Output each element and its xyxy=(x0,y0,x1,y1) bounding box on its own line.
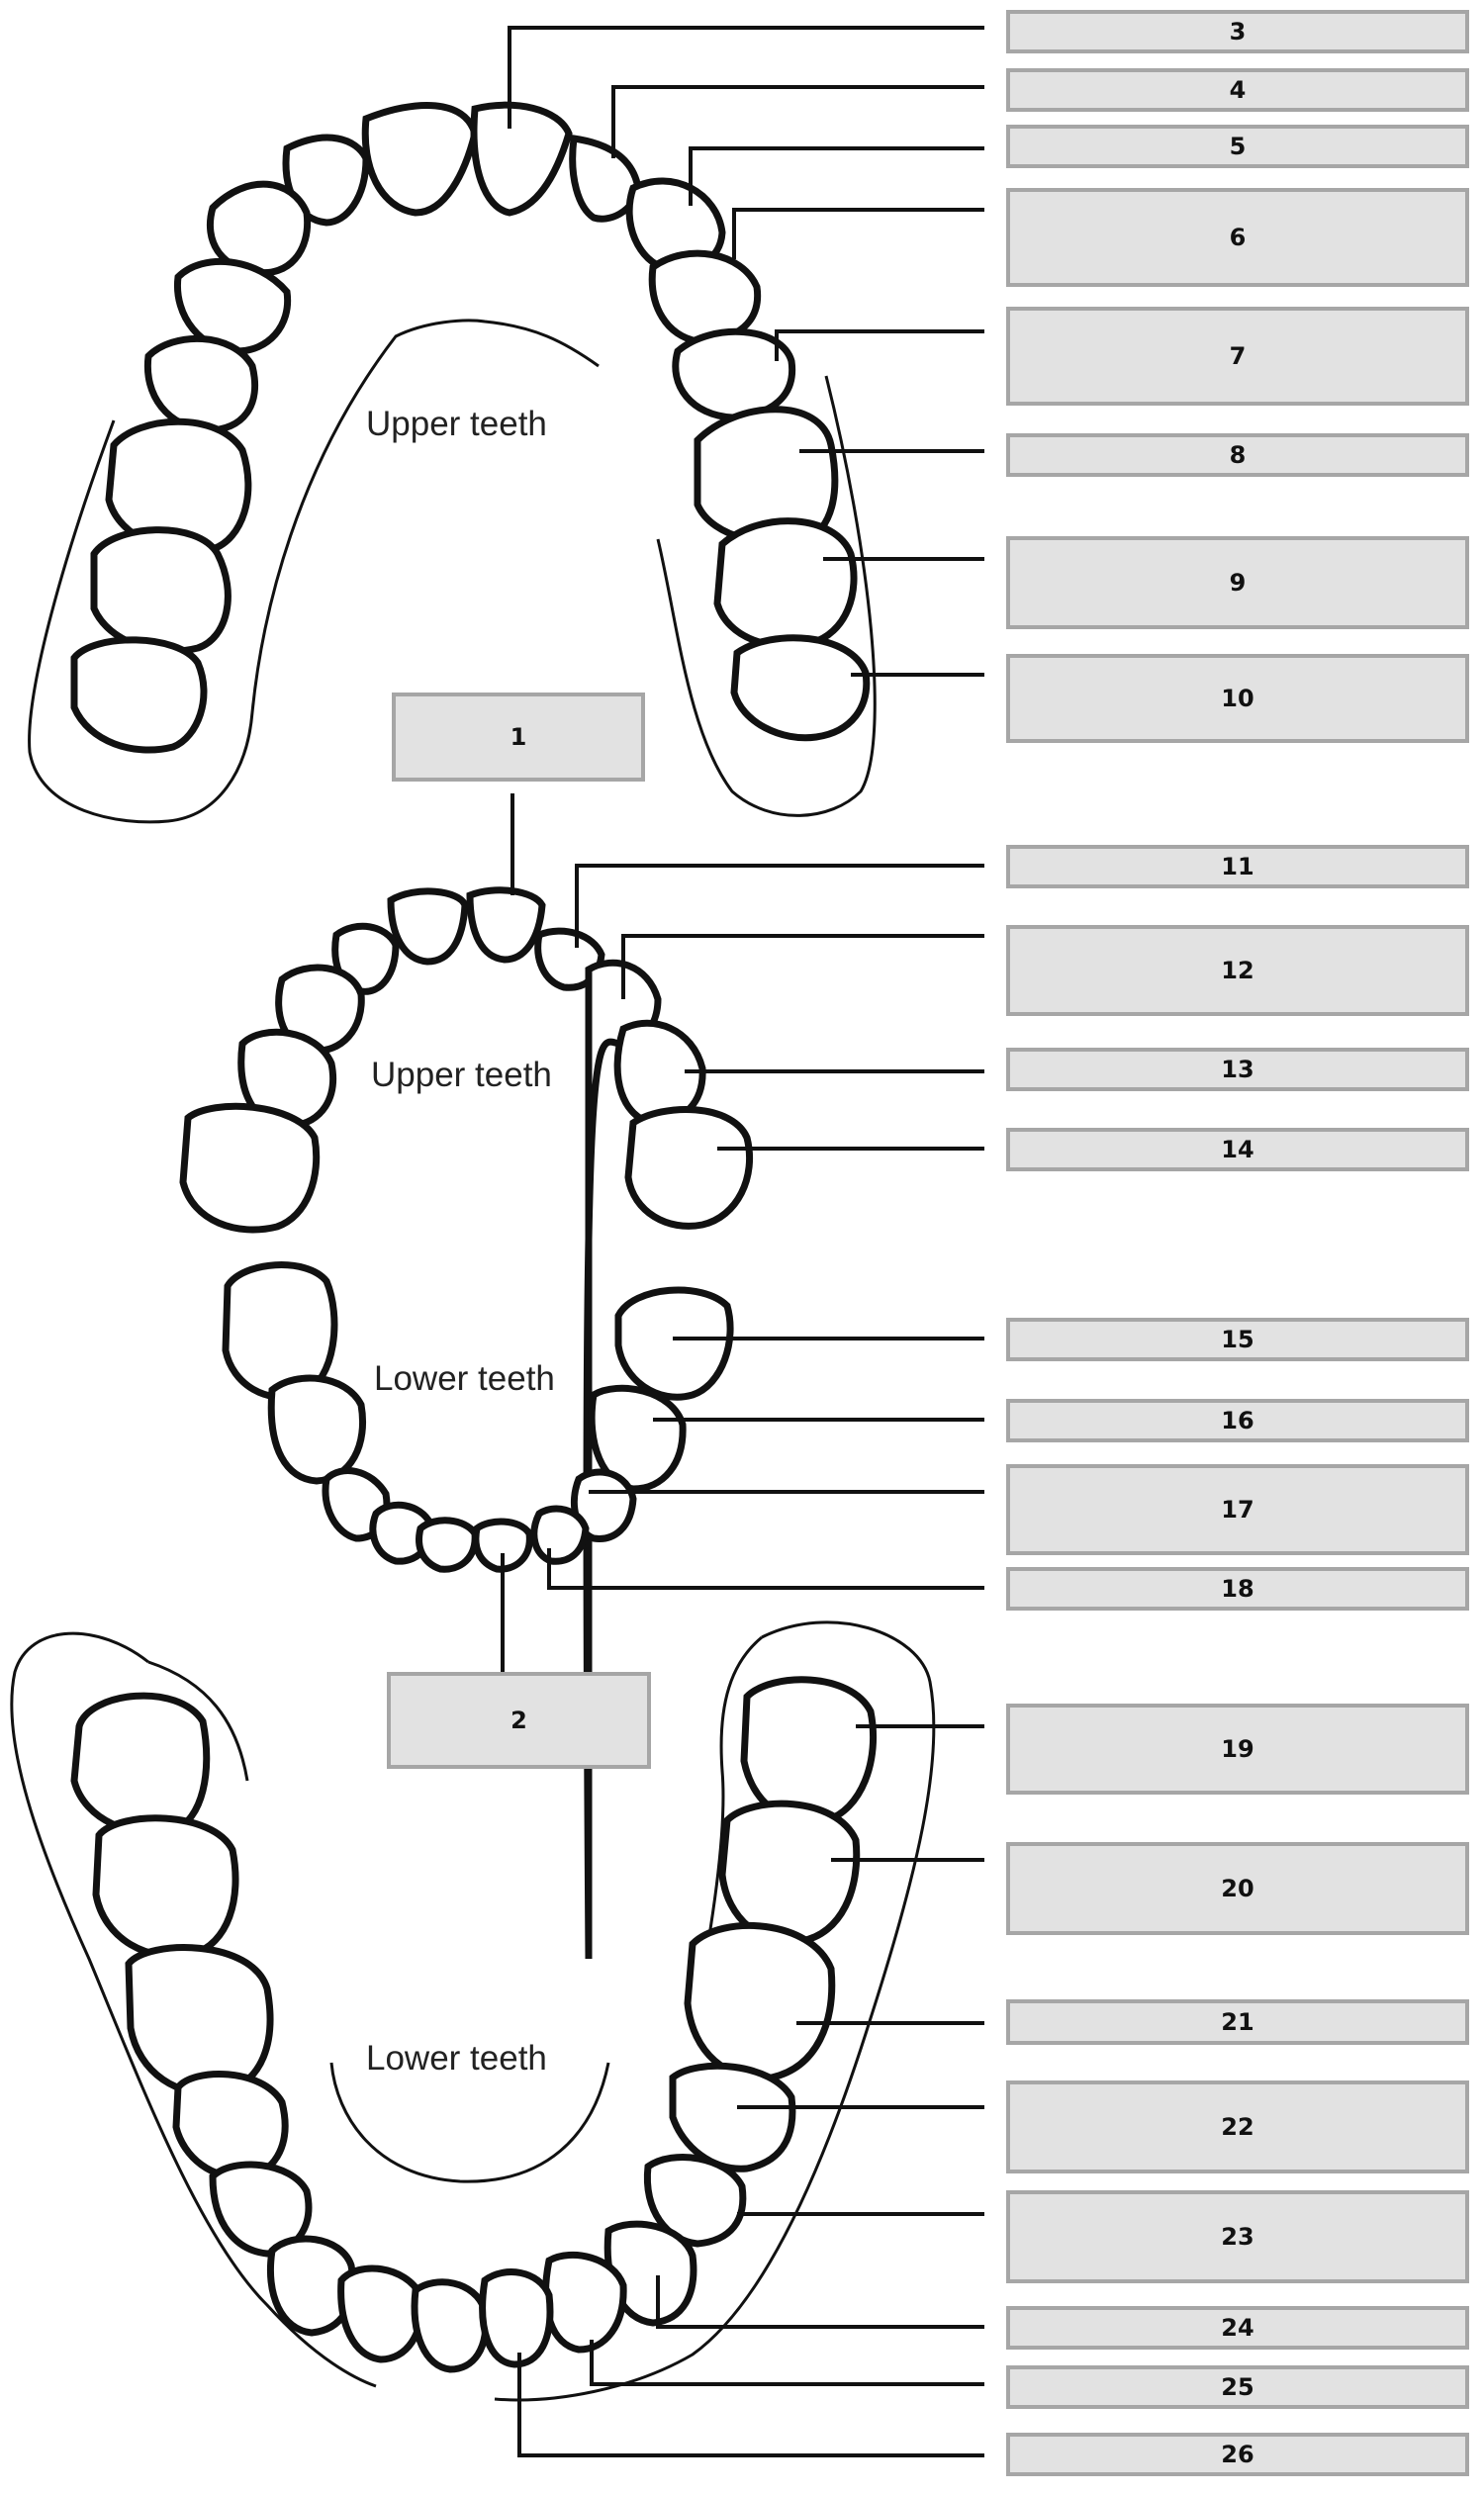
primary-upper-tooth xyxy=(387,887,469,966)
upper-tooth xyxy=(672,327,796,421)
label-box-1[interactable]: 1 xyxy=(392,693,645,782)
upper-tooth xyxy=(173,257,292,355)
permanent-upper-title: Upper teeth xyxy=(366,405,547,443)
lower-tooth xyxy=(337,2264,425,2363)
lower-tooth xyxy=(740,1676,878,1825)
label-box-7[interactable]: 7 xyxy=(1006,307,1469,406)
label-box-17[interactable]: 17 xyxy=(1006,1464,1469,1555)
lower-tooth xyxy=(684,1922,836,2082)
upper-tooth xyxy=(569,135,642,223)
lower-tooth xyxy=(172,2071,289,2181)
upper-tooth xyxy=(470,101,573,217)
upper-tooth xyxy=(361,102,479,217)
label-box-12[interactable]: 12 xyxy=(1006,925,1469,1016)
upper-tooth xyxy=(713,517,858,650)
lower-tongue-outline xyxy=(329,2062,610,2183)
primary-upper-tooth xyxy=(466,886,546,964)
primary-upper-tooth xyxy=(624,1106,754,1230)
leader-line-12 xyxy=(621,934,984,999)
label-box-23[interactable]: 23 xyxy=(1006,2190,1469,2283)
primary-upper-tooth xyxy=(179,1102,321,1234)
upper-tooth xyxy=(206,180,312,277)
lower-tooth xyxy=(70,1692,211,1837)
label-box-3[interactable]: 3 xyxy=(1006,10,1469,53)
upper-tooth xyxy=(70,636,208,754)
label-box-2[interactable]: 2 xyxy=(387,1672,651,1769)
label-box-18[interactable]: 18 xyxy=(1006,1567,1469,1611)
upper-tooth xyxy=(143,334,259,434)
primary-lower-tooth xyxy=(588,1384,687,1493)
label-box-20[interactable]: 20 xyxy=(1006,1842,1469,1935)
label-box-14[interactable]: 14 xyxy=(1006,1128,1469,1171)
primary-upper-title: Upper teeth xyxy=(371,1056,552,1094)
upper-tooth xyxy=(730,634,871,742)
label-box-24[interactable]: 24 xyxy=(1006,2306,1469,2350)
upper-tooth xyxy=(90,526,232,655)
leader-line-11 xyxy=(575,864,984,948)
primary-lower-tooth xyxy=(472,1518,533,1573)
lower-gum-outline-right xyxy=(494,1620,936,2402)
primary-upper-tooth xyxy=(237,1028,336,1130)
leader-line-3 xyxy=(508,26,984,129)
lower-tooth xyxy=(92,1814,239,1960)
label-box-19[interactable]: 19 xyxy=(1006,1704,1469,1795)
lower-gum-outline-left xyxy=(10,1631,377,2388)
label-box-9[interactable]: 9 xyxy=(1006,536,1469,629)
label-box-6[interactable]: 6 xyxy=(1006,188,1469,287)
primary-upper-tooth xyxy=(275,964,365,1055)
primary-upper-tooth xyxy=(583,959,662,1960)
lower-gum-outline-left-inner xyxy=(147,1660,249,1782)
label-box-5[interactable]: 5 xyxy=(1006,125,1469,168)
lower-tooth xyxy=(125,1944,274,2097)
label-box-4[interactable]: 4 xyxy=(1006,68,1469,112)
primary-lower-tooth xyxy=(222,1261,338,1402)
label-box-22[interactable]: 22 xyxy=(1006,2080,1469,2173)
leader-line-4 xyxy=(611,85,984,158)
permanent-lower-arch: Lower teeth xyxy=(10,1620,936,2402)
primary-lower-tooth xyxy=(416,1517,479,1573)
primary-lower-title: Lower teeth xyxy=(374,1359,555,1398)
label-box-25[interactable]: 25 xyxy=(1006,2365,1469,2409)
lower-tooth xyxy=(209,2161,313,2258)
primary-upper-arch: Upper teeth xyxy=(179,886,754,1960)
primary-lower-tooth xyxy=(614,1286,734,1401)
leader-line-18 xyxy=(547,1548,984,1590)
upper-gum-outline xyxy=(28,319,600,824)
primary-lower-arch: Lower teeth xyxy=(222,1261,734,1573)
permanent-lower-title: Lower teeth xyxy=(366,2039,547,2078)
label-box-15[interactable]: 15 xyxy=(1006,1318,1469,1361)
label-box-26[interactable]: 26 xyxy=(1006,2433,1469,2476)
label-box-11[interactable]: 11 xyxy=(1006,845,1469,888)
label-box-16[interactable]: 16 xyxy=(1006,1399,1469,1442)
label-box-8[interactable]: 8 xyxy=(1006,433,1469,477)
label-box-13[interactable]: 13 xyxy=(1006,1048,1469,1091)
primary-lower-tooth xyxy=(267,1374,366,1485)
lower-tooth xyxy=(479,2268,554,2368)
label-box-10[interactable]: 10 xyxy=(1006,654,1469,743)
lower-tooth xyxy=(718,1800,861,1946)
leader-line-24 xyxy=(656,2275,984,2329)
leader-line-25 xyxy=(590,2340,984,2386)
leader-lines xyxy=(501,26,984,2457)
permanent-upper-arch: Upper teeth xyxy=(28,101,877,824)
lower-tooth xyxy=(643,2153,747,2248)
leader-line-6 xyxy=(732,208,984,259)
leader-line-26 xyxy=(517,2353,984,2457)
leader-line-7 xyxy=(775,329,984,361)
primary-lower-tooth xyxy=(530,1505,590,1565)
leader-line-5 xyxy=(689,146,984,206)
label-box-21[interactable]: 21 xyxy=(1006,1999,1469,2045)
upper-gum-outline-right xyxy=(656,375,877,817)
lower-tooth xyxy=(542,2251,627,2354)
lower-tooth xyxy=(411,2278,490,2373)
lower-tooth xyxy=(669,2062,796,2172)
upper-tooth xyxy=(648,249,762,345)
